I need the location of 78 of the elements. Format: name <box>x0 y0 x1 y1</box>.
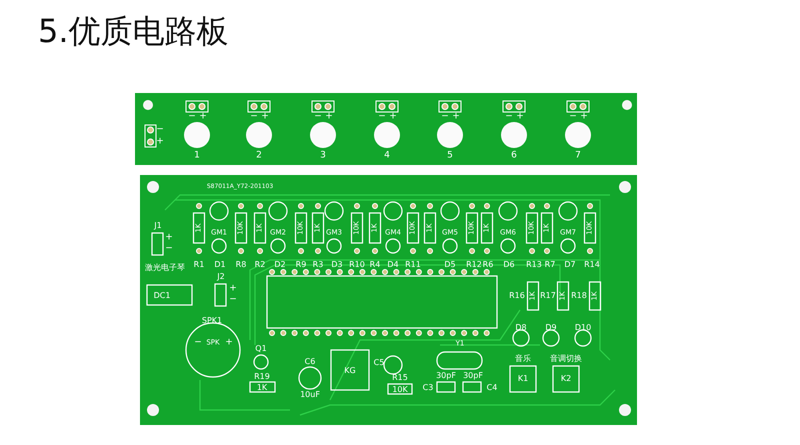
polarity-sign: − <box>229 296 237 304</box>
position-number: 7 <box>575 152 581 160</box>
silkscreen-label: 激光电子琴 <box>145 264 185 272</box>
silkscreen-label: KG <box>344 367 356 375</box>
polarity-sign: + <box>516 112 524 122</box>
silkscreen-label: Q1 <box>255 345 267 353</box>
silkscreen-label: C4 <box>486 384 498 392</box>
silkscreen-label: R13 <box>526 261 542 269</box>
silkscreen-label: D2 <box>274 261 286 269</box>
polarity-sign: + <box>199 112 207 122</box>
polarity-sign: + <box>325 112 333 122</box>
silkscreen-label: D5 <box>444 261 456 269</box>
silkscreen-label: 音乐 <box>515 355 531 363</box>
silkscreen-label: C6 <box>304 358 316 366</box>
silkscreen-label: R1 <box>194 261 204 269</box>
polarity-sign: + <box>156 138 164 146</box>
silkscreen-label: R15 <box>392 374 408 382</box>
polarity-sign: − <box>505 112 513 122</box>
polarity-sign: + <box>389 112 397 122</box>
polarity-sign: − <box>188 112 196 122</box>
resistor-value: 10K <box>392 386 408 394</box>
resistor-value: 1K <box>256 384 268 392</box>
silkscreen-label: R11 <box>405 261 421 269</box>
silkscreen-label: R6 <box>482 261 494 269</box>
silkscreen-label: R17 <box>540 292 556 300</box>
silkscreen-label: D8 <box>515 324 527 332</box>
position-number: 1 <box>194 152 200 160</box>
silkscreen-label: R12 <box>466 261 482 269</box>
polarity-sign: + <box>261 112 269 122</box>
polarity-sign: − <box>314 112 322 122</box>
polarity-sign: − <box>569 112 577 122</box>
position-number: 6 <box>511 152 517 160</box>
silkscreen-label: D10 <box>574 324 592 332</box>
polarity-sign: − <box>250 112 258 122</box>
polarity-sign: + <box>580 112 588 122</box>
silkscreen-label: R3 <box>312 261 324 269</box>
silkscreen-label: R14 <box>584 261 600 269</box>
silkscreen-label: J2 <box>217 273 225 281</box>
silkscreen-label: DC1 <box>154 292 170 300</box>
position-number: 5 <box>447 152 453 160</box>
polarity-sign: − <box>156 126 164 134</box>
polarity-sign: − <box>441 112 449 122</box>
polarity-sign: + <box>452 112 460 122</box>
silkscreen-label: SPK1 <box>202 317 222 325</box>
polarity-sign: − <box>165 244 173 254</box>
position-number: 2 <box>256 152 262 160</box>
silkscreen-label: K1 <box>518 375 528 383</box>
silkscreen-label: D1 <box>214 261 226 269</box>
silkscreen-label: R19 <box>254 373 270 381</box>
silkscreen-label: D4 <box>387 261 399 269</box>
polarity-sign: + <box>225 338 233 348</box>
silkscreen-label: C3 <box>422 384 434 392</box>
silkscreen-label: R10 <box>349 261 365 269</box>
position-number: 4 <box>384 152 390 160</box>
silkscreen-label: R18 <box>571 292 587 300</box>
polarity-sign: + <box>165 234 173 242</box>
silkscreen-label: D7 <box>564 261 576 269</box>
polarity-sign: + <box>229 284 237 294</box>
silkscreen-label: K2 <box>560 375 572 383</box>
silkscreen-label: R16 <box>509 292 525 300</box>
silkscreen-label: R4 <box>370 261 380 269</box>
capacitor-value: 30pF <box>463 372 483 380</box>
capacitor-value: 30pF <box>436 372 456 380</box>
silkscreen-label: R9 <box>296 261 306 269</box>
silkscreen-label: D9 <box>545 324 557 332</box>
silkscreen-label: 音调切换 <box>550 355 582 363</box>
silkscreen-label: J1 <box>154 222 162 230</box>
polarity-sign: − <box>194 338 202 348</box>
silkscreen-label: D6 <box>503 261 515 269</box>
silkscreen-label: R7 <box>544 261 556 269</box>
silkscreen-label: R8 <box>236 261 246 269</box>
polarity-sign: − <box>378 112 386 122</box>
silkscreen-label: C5 <box>374 359 384 367</box>
position-number: 3 <box>320 152 326 160</box>
page-title: 5.优质电路板 <box>38 11 229 52</box>
silkscreen-label: R2 <box>254 261 266 269</box>
capacitor-value: 10uF <box>300 391 320 399</box>
silkscreen-label: D3 <box>331 261 343 269</box>
